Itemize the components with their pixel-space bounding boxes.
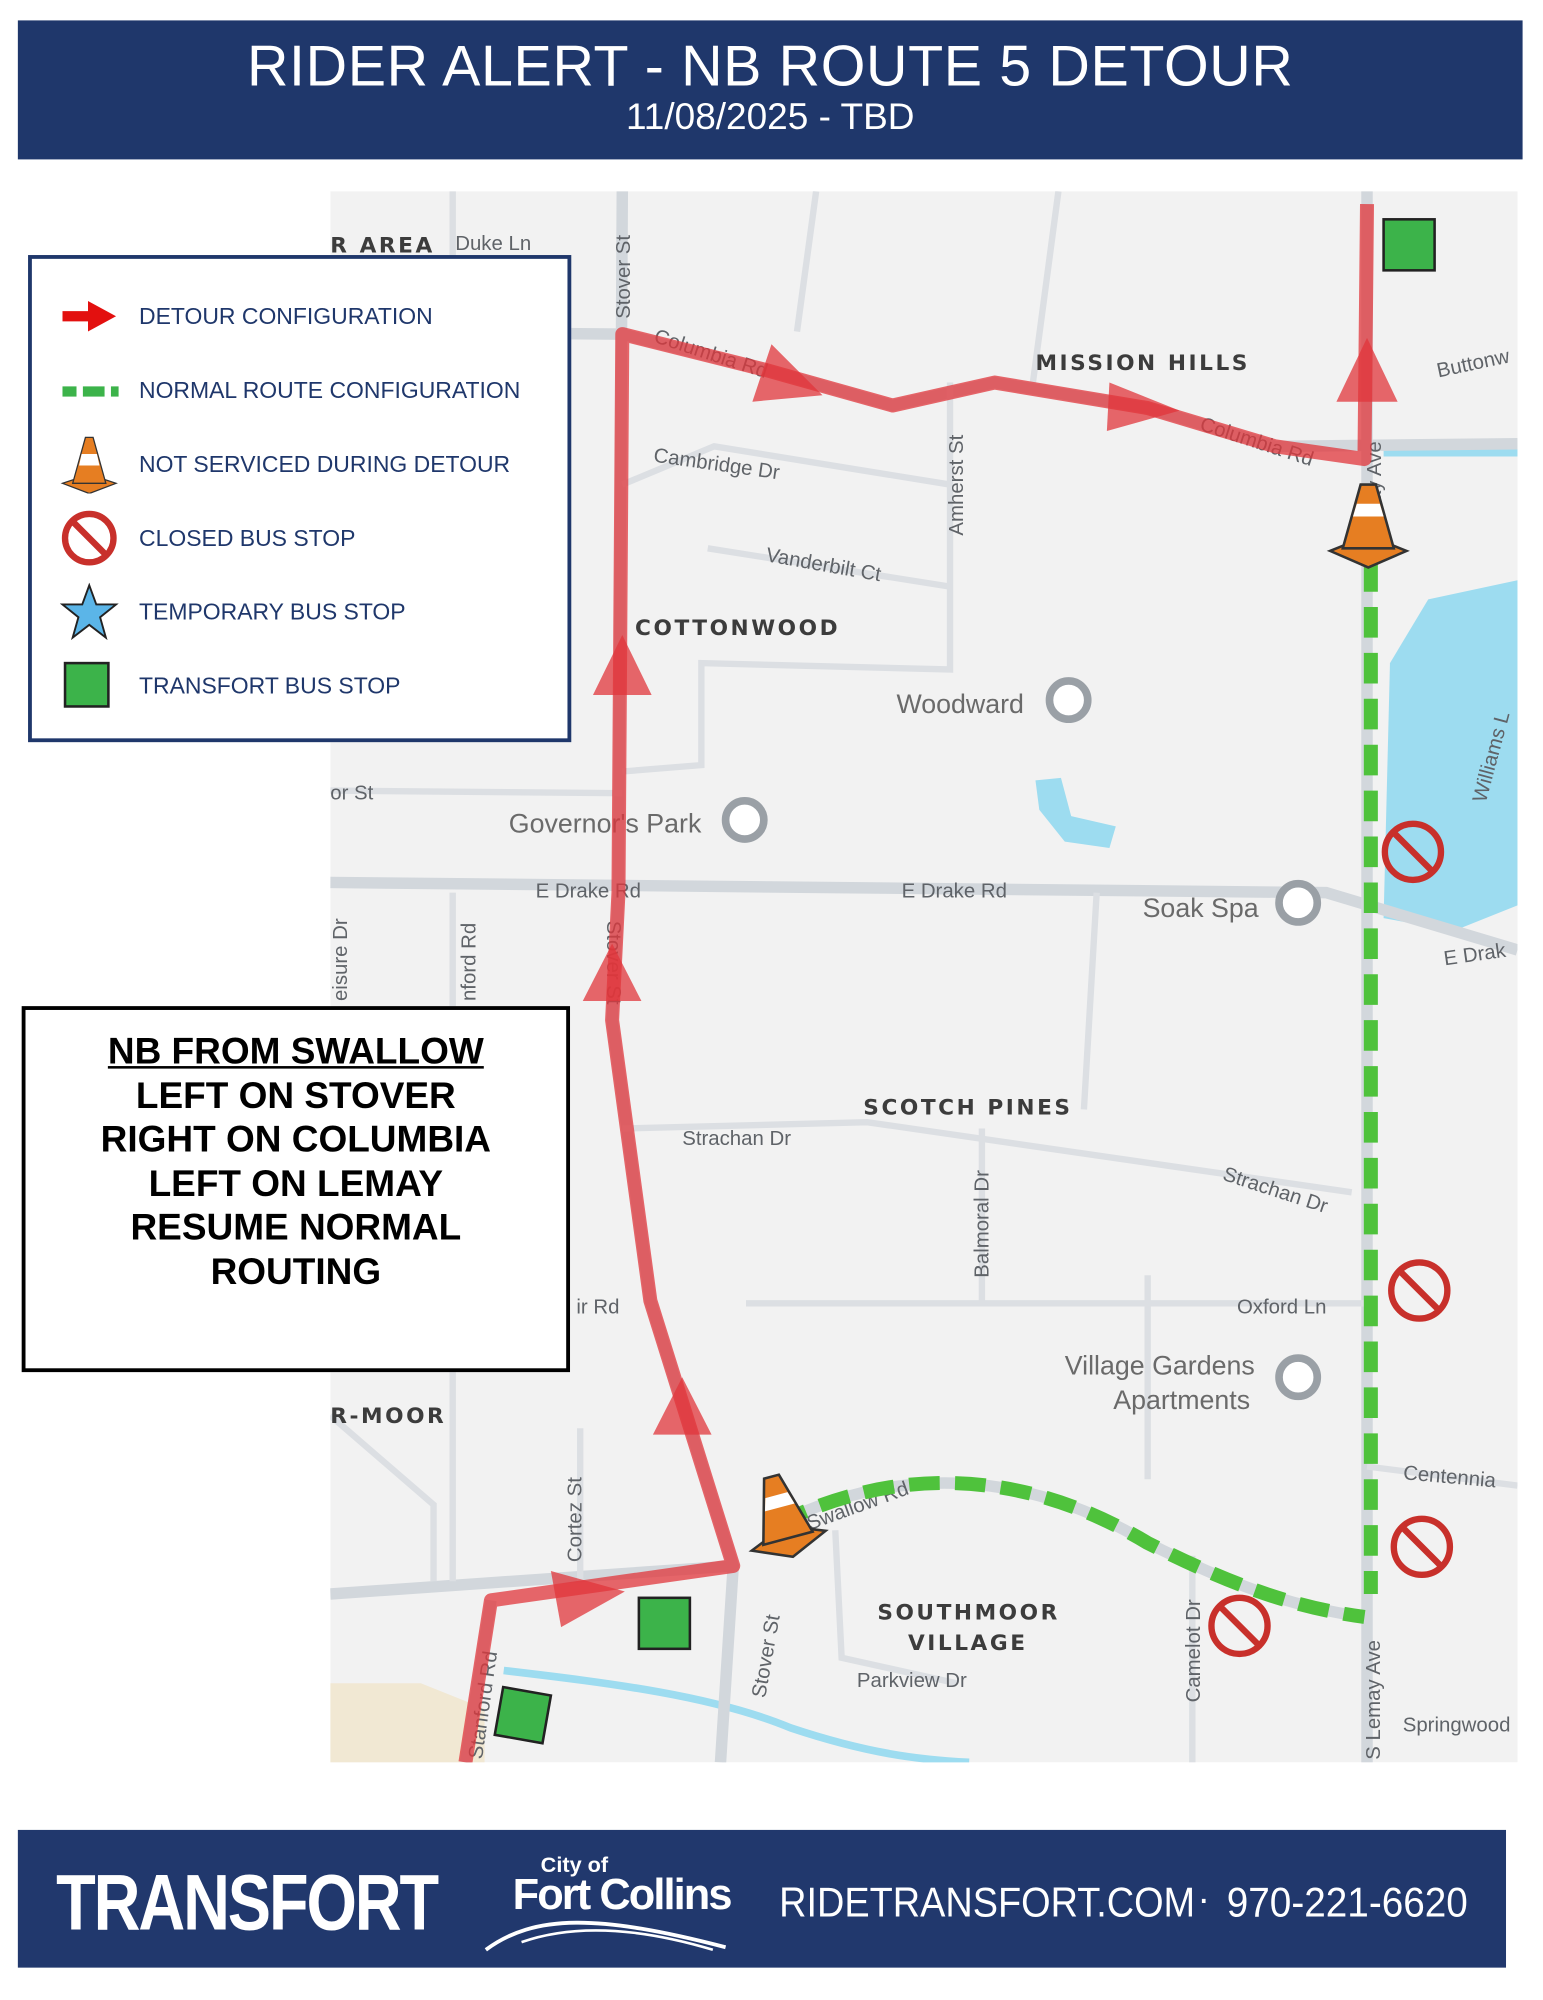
svg-text:Soak Spa: Soak Spa	[1143, 893, 1259, 923]
svg-text:Woodward: Woodward	[896, 689, 1023, 719]
legend-item-closed: CLOSED BUS STOP	[60, 510, 355, 566]
green-square-icon	[63, 661, 110, 708]
svg-text:Strachan Dr: Strachan Dr	[682, 1128, 791, 1150]
arrow-icon	[1106, 382, 1180, 432]
closed-stop-icon	[1388, 1259, 1451, 1322]
detour-route-line	[458, 203, 1375, 1763]
poi-pin-icon	[1275, 1354, 1322, 1401]
page-title: RIDER ALERT - NB ROUTE 5 DETOUR	[246, 33, 1294, 99]
svg-text:Springwood: Springwood	[1403, 1715, 1511, 1737]
svg-text:Village Gardens: Village Gardens	[1065, 1351, 1255, 1381]
closed-stop-icon	[1381, 820, 1445, 884]
bus-stop-icon	[493, 1685, 553, 1745]
arrow-icon	[652, 1377, 712, 1435]
closed-stop-icon	[61, 510, 117, 566]
svg-text:SCOTCH PINES: SCOTCH PINES	[863, 1096, 1072, 1121]
closed-stop-icon	[1208, 1594, 1271, 1658]
svg-text:MISSION HILLS: MISSION HILLS	[1035, 351, 1250, 376]
arrow-icon	[582, 943, 642, 1002]
svg-text:Duke Ln: Duke Ln	[455, 233, 531, 255]
traffic-cone-icon	[748, 1473, 829, 1559]
creek	[503, 1666, 970, 1763]
svg-text:Apartments: Apartments	[1113, 1385, 1250, 1415]
red-arrow-icon	[62, 300, 117, 332]
legend-item-not-serviced: NOT SERVICED DURING DETOUR	[60, 436, 510, 494]
svg-text:SOUTHMOOR: SOUTHMOOR	[877, 1601, 1060, 1626]
detour-instructions: NB FROM SWALLOW LEFT ON STOVER RIGHT ON …	[21, 1006, 571, 1373]
svg-text:Parkview Dr: Parkview Dr	[857, 1670, 967, 1692]
fort-collins-wave-icon	[484, 1920, 727, 1952]
svg-text:Balmoral Dr: Balmoral Dr	[971, 1170, 993, 1278]
svg-text:Governor's Park: Governor's Park	[509, 809, 702, 839]
traffic-cone-icon	[60, 436, 118, 494]
transfort-logo: TRANSFORT	[56, 1859, 439, 1948]
traffic-cone-icon	[1326, 483, 1410, 569]
svg-text:Cortez St: Cortez St	[564, 1477, 586, 1562]
svg-text:Stover St: Stover St	[613, 235, 635, 319]
bus-stop-icon	[637, 1596, 692, 1651]
poi-pin-icon	[721, 797, 768, 843]
svg-text:E Drake Rd: E Drake Rd	[902, 881, 1007, 903]
arrow-icon	[592, 635, 652, 695]
website-link[interactable]: RIDETRANSFORT.COM	[779, 1878, 1196, 1926]
date-range: 11/08/2025 - TBD	[625, 96, 915, 138]
normal-route-line	[774, 561, 1378, 1624]
svg-text:Oxford Ln: Oxford Ln	[1237, 1296, 1327, 1318]
svg-text:COTTONWOOD: COTTONWOOD	[635, 616, 840, 641]
poi-pin-icon	[1275, 879, 1322, 926]
park-area	[330, 1683, 485, 1763]
closed-stop-icon	[1390, 1515, 1454, 1579]
svg-text:or St: or St	[330, 783, 373, 805]
arrow-icon	[550, 1571, 625, 1628]
transfort-stops	[493, 218, 1436, 1745]
legend-item-normal: NORMAL ROUTE CONFIGURATION	[60, 365, 520, 416]
svg-text:R AREA: R AREA	[330, 233, 435, 258]
svg-text:ir Rd: ir Rd	[576, 1296, 619, 1318]
detour-arrows	[550, 337, 1398, 1628]
legend-item-detour: DETOUR CONFIGURATION	[60, 291, 433, 342]
city-of-label: City of	[540, 1852, 609, 1878]
svg-text:nford Rd: nford Rd	[459, 923, 481, 1001]
star-icon	[59, 582, 119, 641]
phone-number[interactable]: 970-221-6620	[1226, 1878, 1468, 1926]
map-legend: DETOUR CONFIGURATION NORMAL ROUTE CONFIG…	[28, 255, 572, 743]
svg-text:eisure Dr: eisure Dr	[330, 918, 352, 1001]
footer-banner: TRANSFORT City of Fort Collins RIDETRANS…	[17, 1829, 1507, 1968]
svg-text:VILLAGE: VILLAGE	[908, 1631, 1028, 1656]
fort-collins-logo: Fort Collins	[512, 1870, 733, 1920]
closed-stops	[1208, 820, 1454, 1658]
legend-item-transfort-stop: TRANSFORT BUS STOP	[60, 661, 400, 712]
arrow-icon	[1336, 337, 1398, 402]
svg-text:R-MOOR: R-MOOR	[330, 1404, 446, 1429]
lake	[1383, 580, 1518, 931]
poi-pin-icon	[1045, 677, 1092, 724]
svg-text:Camelot Dr: Camelot Dr	[1183, 1599, 1205, 1702]
pond	[1035, 777, 1116, 849]
green-dash-icon	[62, 386, 119, 397]
legend-item-temporary: TEMPORARY BUS STOP	[59, 582, 406, 641]
bus-stop-icon	[1382, 218, 1436, 272]
svg-text:S Lemay Ave: S Lemay Ave	[1363, 1640, 1385, 1760]
arrow-icon	[752, 344, 823, 402]
header-banner: RIDER ALERT - NB ROUTE 5 DETOUR 11/08/20…	[17, 20, 1523, 160]
poi-pins	[721, 677, 1322, 1401]
svg-text:Amherst St: Amherst St	[946, 434, 968, 535]
separator: ·	[1197, 1878, 1211, 1921]
